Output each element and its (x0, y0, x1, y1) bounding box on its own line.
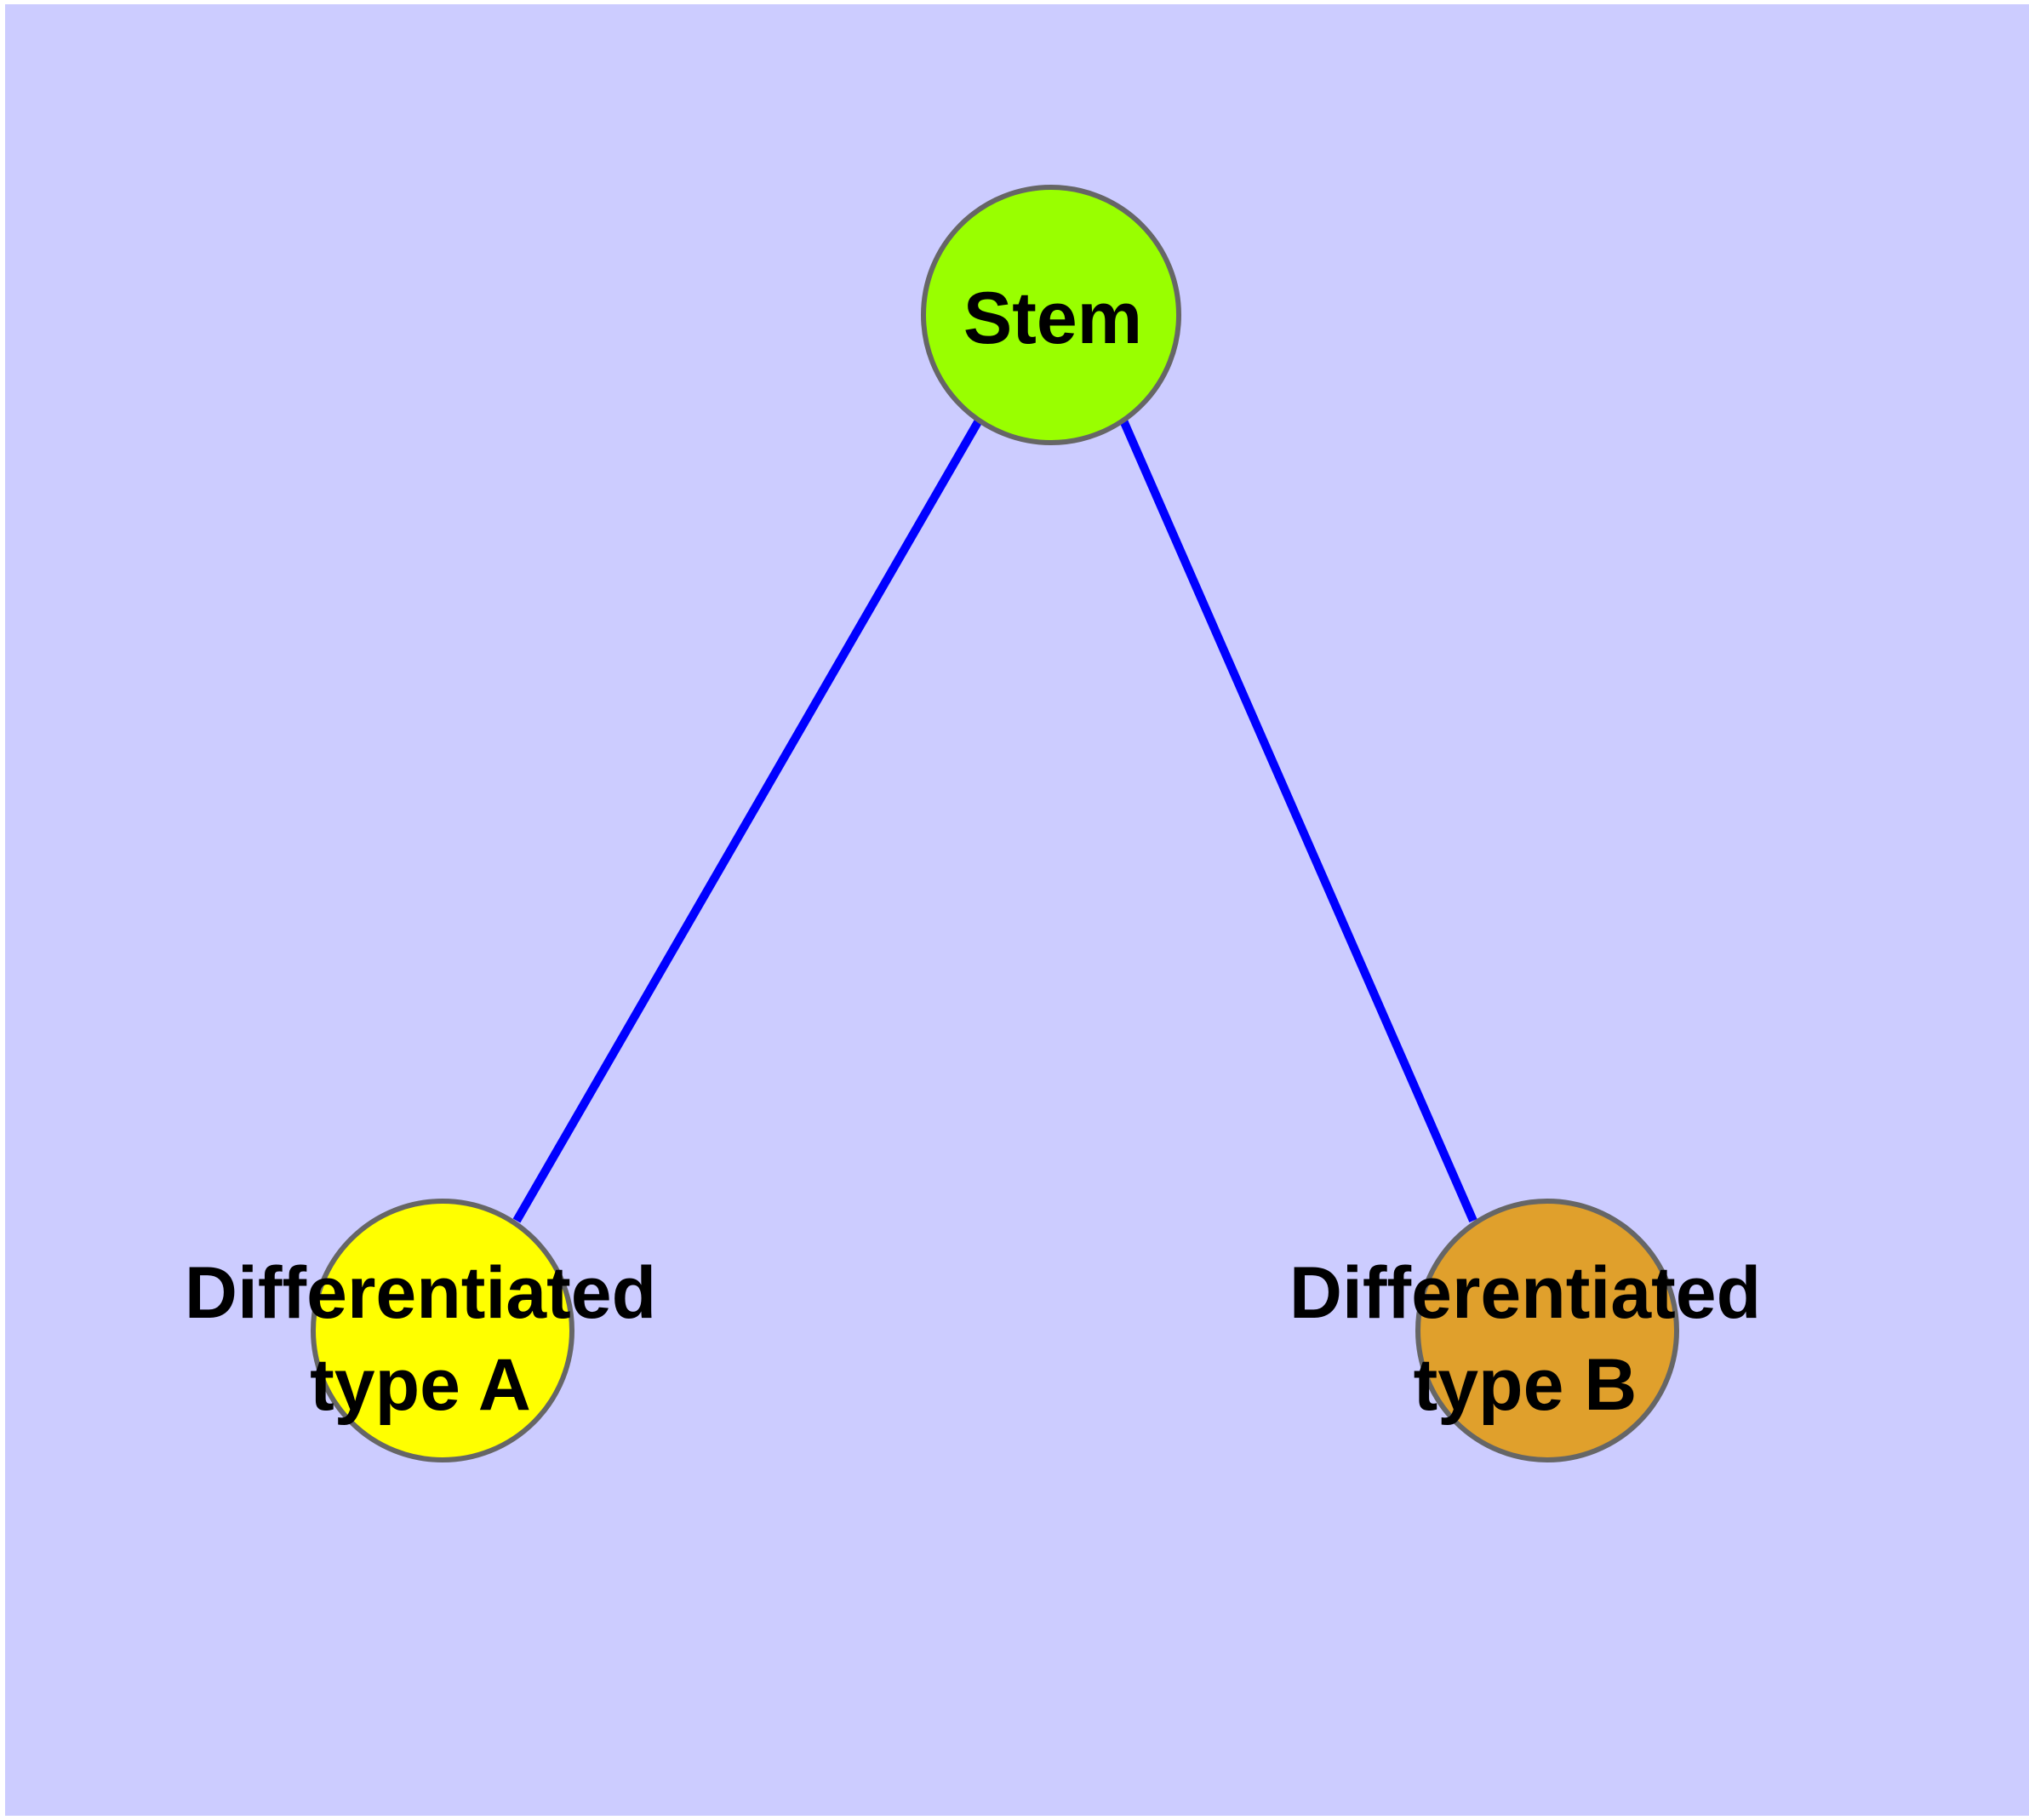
label-line: Stem (963, 278, 1142, 359)
edge-stem-to-differentiated-type-a (512, 418, 983, 1223)
label-layer: Stem Differentiated type A Differentiated… (185, 278, 1761, 1426)
label-line: type A (310, 1344, 531, 1426)
node-stem-label: Stem (963, 278, 1142, 359)
node-stem-circle[interactable] (921, 185, 1181, 445)
edge-layer (512, 418, 1477, 1223)
edge-stem-to-differentiated-type-b (1119, 418, 1477, 1223)
node-differentiated-type-b-label: Differentiated type B (1289, 1252, 1761, 1426)
label-line: type B (1414, 1344, 1637, 1426)
label-line: Differentiated (185, 1252, 656, 1334)
node-layer (311, 185, 1679, 1462)
node-differentiated-type-a-label: Differentiated type A (185, 1252, 656, 1426)
label-line: Differentiated (1289, 1252, 1761, 1334)
node-differentiated-type-a-circle[interactable] (311, 1199, 574, 1462)
node-differentiated-type-b-circle[interactable] (1415, 1199, 1679, 1462)
